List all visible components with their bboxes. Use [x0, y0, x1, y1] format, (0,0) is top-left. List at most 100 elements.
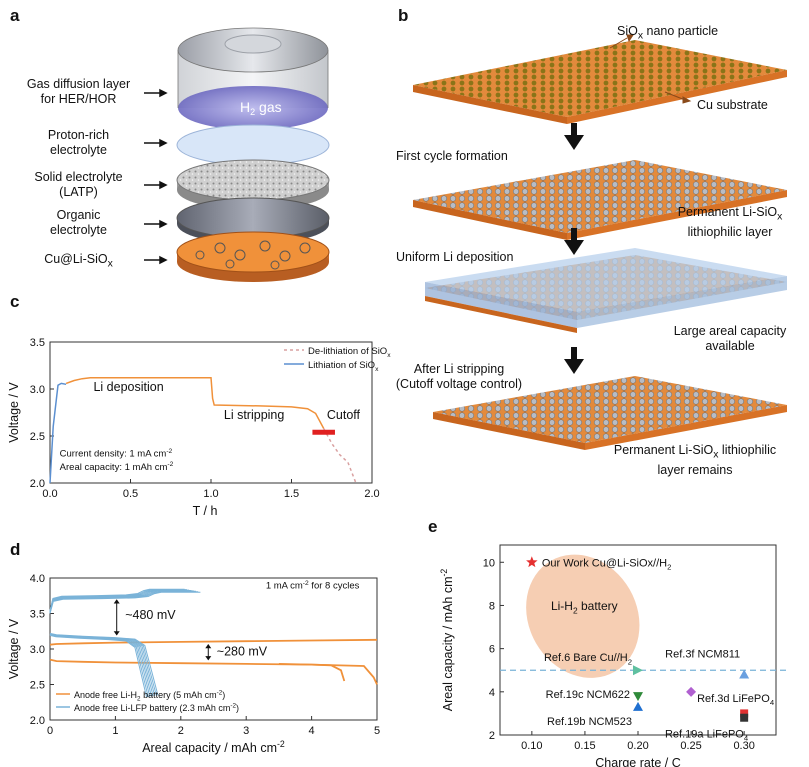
annotation-deposition: Li deposition: [93, 380, 163, 394]
y-tick-label: 8: [489, 600, 495, 612]
text-part: 2: [628, 658, 632, 667]
subscript: x: [777, 211, 783, 223]
text-part: Ref.3d LiFePO: [697, 693, 770, 705]
text-part: Li-H: [551, 599, 573, 613]
text-part: x: [375, 366, 379, 373]
layer-label-line: Proton-rich: [47, 128, 110, 142]
text-part: -2: [230, 702, 236, 709]
layer-label-line: Cu@Li-SiO: [44, 252, 108, 266]
latp-layer: [176, 159, 330, 210]
layer-label-line: electrolyte: [50, 143, 107, 157]
label-line: After Li stripping: [413, 362, 505, 376]
slab-after-stripping: [433, 376, 787, 450]
text-part: Areal capacity / mAh cm: [142, 741, 277, 755]
layer-label-gdl: Gas diffusion layer for HER/HOR: [6, 77, 151, 107]
annotation-current-density: Current density: 1 mA cm-2: [60, 448, 173, 460]
layer-label-cu: Cu@Li-SiOx: [6, 252, 151, 272]
text-part: Areal capacity: 1 mAh cm: [60, 462, 168, 473]
pointer-arrows: [609, 34, 692, 104]
panel-letter-d: d: [10, 540, 21, 559]
series-line: [49, 638, 378, 646]
label-line: available: [705, 339, 755, 353]
series-line: [49, 588, 185, 611]
label-part: SiO: [617, 24, 638, 38]
text-part: Ref.6 Bare Cu//H: [544, 652, 628, 664]
panel-letter-c: c: [10, 292, 20, 311]
y-tick-label: 4.0: [30, 573, 45, 585]
text-part: Anode free Li-LFP battery (2.3 mAh cm: [74, 703, 230, 713]
subscript: x: [637, 30, 644, 42]
marker-triangle-right: [633, 665, 643, 676]
x-axis-label: Areal capacity / mAh cm-2: [142, 739, 285, 755]
layer-label-line: Gas diffusion layer: [26, 77, 131, 91]
marker-diamond: [686, 686, 697, 697]
text-part: ): [236, 703, 239, 713]
marker-square: [740, 713, 749, 722]
layer-label-line: for HER/HOR: [40, 92, 117, 106]
label-line: layer remains: [657, 462, 733, 477]
subscript: x: [107, 258, 113, 270]
marker-triangle-down: [633, 692, 643, 702]
subscript: x: [713, 449, 719, 461]
y-tick-label: 3.0: [30, 644, 45, 656]
text-part: 4: [744, 734, 749, 743]
x-tick-label: 0: [47, 725, 53, 737]
lithiation-process-illustration: [413, 34, 787, 450]
x-tick-label: 1: [112, 725, 118, 737]
point-label: Ref.6 Bare Cu//H2: [544, 652, 632, 666]
y-axis-label: Voltage / V: [7, 382, 21, 443]
arrow-head: [113, 631, 120, 636]
y-tick-label: 3.5: [30, 337, 45, 349]
h2-gas-label: H2 gas: [240, 99, 282, 117]
label-line: lithiophilic layer: [687, 224, 773, 239]
text-part: Ref.3f NCM811: [665, 649, 740, 661]
layer-label-line: Organic: [56, 208, 101, 222]
text-part: -2: [167, 461, 173, 468]
point-label: Ref.19a LiFePO4: [665, 728, 749, 742]
y-tick-label: 10: [483, 557, 495, 569]
series-line: [49, 382, 67, 484]
layer-pointer-arrows: [144, 88, 168, 265]
text-part: -2: [277, 739, 285, 749]
legend-entry: Lithiation of SiOx: [308, 360, 379, 373]
text-part: Anode free Li-H: [74, 690, 137, 700]
marker-triangle-up: [739, 669, 750, 679]
x-tick-label: 1.0: [203, 488, 218, 500]
text-part: 2: [667, 563, 671, 572]
x-tick-label: 1.5: [284, 488, 299, 500]
y-axis-label: Areal capacity / mAh cm-2: [439, 569, 455, 712]
point-label: Ref.19b NCM523: [547, 716, 632, 728]
battery-stack-illustration: H2 gas: [144, 27, 330, 282]
arrow-head: [113, 599, 120, 604]
series-line: [49, 658, 378, 685]
x-tick-label: 5: [374, 725, 380, 737]
text-part: 2: [573, 605, 578, 615]
layer-label-latp: Solid electrolyte (LATP): [6, 170, 151, 200]
point-label: Ref.3d LiFePO4: [697, 693, 775, 707]
label-part: nano particle: [643, 24, 719, 38]
text-part: Lithiation of SiO: [308, 360, 375, 371]
y-tick-label: 3.0: [30, 384, 45, 396]
text-part: Ref.19b NCM523: [547, 716, 632, 728]
organic-layer: [176, 197, 330, 244]
li-h2-region-label: Li-H2 battery: [551, 599, 618, 616]
text-part: battery (5 mAh cm: [141, 690, 217, 700]
slab-li-siox-layer: [413, 160, 787, 240]
marker-square: [740, 709, 749, 718]
legend-entry: De-lithiation of SiOx: [308, 346, 391, 359]
uniform-deposition-label: Uniform Li deposition: [396, 250, 514, 264]
cu-disc-layer: [176, 231, 330, 282]
series-line: [65, 376, 325, 429]
x-tick-label: 0.0: [42, 488, 57, 500]
proton-rich-layer: [176, 124, 330, 166]
label-line: Permanent Li-SiOx lithiophilic: [590, 443, 800, 463]
label-part: lithiophilic: [718, 443, 777, 457]
marker-star: [526, 556, 538, 568]
text-part: -2: [166, 448, 172, 455]
label-line: Permanent Li-SiOx: [660, 205, 800, 225]
first-cycle-label: First cycle formation: [396, 149, 508, 163]
after-stripping-label: After Li stripping (Cutoff voltage contr…: [384, 362, 534, 392]
text-part: Current density: 1 mA cm: [60, 449, 167, 460]
